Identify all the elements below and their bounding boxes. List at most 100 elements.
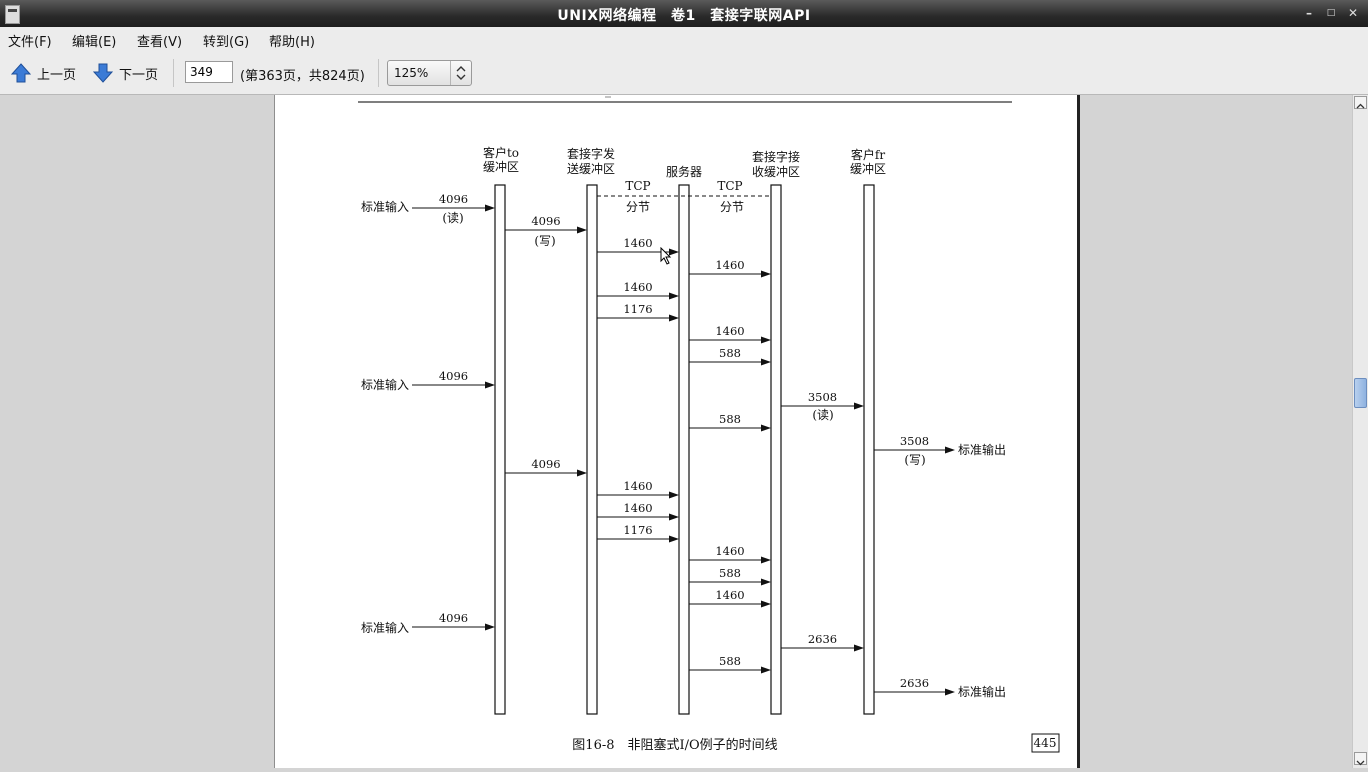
title-bar: UNIX网络编程 卷1 套接字联网API – □ ✕: [0, 0, 1368, 27]
prev-page-button[interactable]: 上一页: [11, 61, 76, 85]
arrow-label: 1460: [715, 324, 744, 338]
toolbar: 上一页 下一页 (第363页，共824页) 125%: [0, 51, 1368, 95]
col-header-send-buffer-line2: 送缓冲区: [567, 161, 615, 176]
arrow-head: [669, 292, 679, 300]
column-bar: [863, 184, 875, 715]
tcp-label-right: TCP: [717, 179, 742, 193]
zoom-spinner[interactable]: [450, 61, 471, 85]
arrow-label: 1460: [715, 588, 744, 602]
arrow-head: [945, 446, 955, 454]
arrow-label: 4096: [531, 457, 560, 471]
segment-label-left: 分节: [626, 200, 650, 214]
prev-page-label: 上一页: [37, 67, 77, 83]
page-number-input[interactable]: [185, 61, 233, 83]
column-bar: [586, 184, 598, 715]
col-header-client-fr-line1: 客户fr: [851, 147, 885, 162]
col-header-send-buffer-line1: 套接字发: [567, 146, 615, 161]
document-viewer[interactable]: 客户to 缓冲区 套接字发 送缓冲区 服务器 套接字接 收缓冲区 客户fr 缓冲…: [0, 95, 1352, 768]
arrow-head: [761, 578, 771, 586]
arrow-label: 588: [719, 566, 741, 580]
chevron-up-icon: [1356, 103, 1365, 109]
maximize-button[interactable]: □: [1326, 8, 1336, 18]
arrow-label: 1460: [715, 544, 744, 558]
arrow-label: 3508: [808, 390, 837, 404]
arrow-head: [669, 248, 679, 256]
menu-goto[interactable]: 转到(G): [203, 35, 250, 50]
arrow-head: [761, 336, 771, 344]
arrow-label: 4096: [439, 611, 468, 625]
menu-help[interactable]: 帮助(H): [269, 35, 315, 50]
col-header-client-to-line2: 缓冲区: [483, 159, 519, 174]
arrow-head: [577, 226, 587, 234]
next-page-label: 下一页: [119, 67, 159, 83]
arrow-label: 2636: [808, 632, 837, 646]
arrow-head: [854, 644, 864, 652]
arrow-head: [485, 623, 495, 631]
arrow-label: 4096: [439, 369, 468, 383]
pdf-page: 客户to 缓冲区 套接字发 送缓冲区 服务器 套接字接 收缓冲区 客户fr 缓冲…: [274, 95, 1080, 768]
write-note: (写): [534, 234, 555, 248]
timeline-diagram: 客户to 缓冲区 套接字发 送缓冲区 服务器 套接字接 收缓冲区 客户fr 缓冲…: [358, 96, 1060, 753]
scroll-thumb[interactable]: [1354, 378, 1367, 408]
chevron-down-icon: [1356, 760, 1365, 766]
menu-view[interactable]: 查看(V): [137, 35, 183, 50]
arrow-label: 4096: [531, 214, 560, 228]
arrow-label: 1460: [623, 501, 652, 515]
read-note: (读): [812, 408, 833, 422]
arrow-head: [761, 556, 771, 564]
arrow-head: [761, 666, 771, 674]
column-bar: [770, 184, 782, 715]
scroll-down-button[interactable]: [1354, 752, 1367, 766]
arrow-down-icon: [93, 63, 113, 83]
arrow-head: [485, 204, 495, 212]
arrow-label: 1460: [715, 258, 744, 272]
column-bar: [494, 184, 506, 715]
minimize-button[interactable]: –: [1306, 6, 1312, 20]
chevron-updown-icon: [456, 66, 466, 80]
menu-file[interactable]: 文件(F): [8, 35, 52, 50]
stdout-label: 标准输出: [958, 684, 1006, 699]
arrow-head: [669, 535, 679, 543]
next-page-button[interactable]: 下一页: [93, 61, 158, 85]
arrow-label: 588: [719, 346, 741, 360]
arrow-head: [761, 358, 771, 366]
col-header-client-fr-line2: 缓冲区: [850, 161, 886, 176]
arrow-head: [669, 314, 679, 322]
arrow-head: [669, 513, 679, 521]
zoom-value: 125%: [394, 66, 429, 80]
toolbar-separator: [378, 59, 379, 87]
column-bar: [678, 184, 690, 715]
scroll-up-button[interactable]: [1354, 96, 1367, 109]
page-number: 445: [1034, 736, 1057, 750]
segment-label-right: 分节: [720, 200, 744, 214]
arrow-head: [945, 688, 955, 696]
arrow-head: [854, 402, 864, 410]
menu-edit[interactable]: 编辑(E): [72, 35, 117, 50]
arrow-label: 2636: [900, 676, 929, 690]
arrow-label: 1460: [623, 479, 652, 493]
vertical-scrollbar[interactable]: [1352, 95, 1368, 768]
close-button[interactable]: ✕: [1347, 6, 1359, 20]
arrow-label: 1460: [623, 236, 652, 250]
tcp-label-left: TCP: [625, 179, 650, 193]
col-header-server: 服务器: [666, 164, 702, 179]
arrow-head: [761, 600, 771, 608]
mouse-cursor-icon: [660, 247, 672, 265]
write-note: (写): [904, 453, 925, 467]
stdout-label: 标准输出: [958, 442, 1006, 457]
arrow-head: [577, 469, 587, 477]
read-note: (读): [442, 211, 463, 225]
app-icon[interactable]: [5, 5, 20, 24]
figure-caption: 图16-8 非阻塞式I/O例子的时间线: [572, 737, 777, 753]
arrow-label: 4096: [439, 192, 468, 206]
page-info: (第363页，共824页): [240, 69, 365, 84]
zoom-select[interactable]: 125%: [387, 60, 472, 86]
stdin-label: 标准输入: [361, 199, 409, 214]
arrow-label: 588: [719, 654, 741, 668]
arrow-head: [669, 491, 679, 499]
menu-bar: 文件(F) 编辑(E) 查看(V) 转到(G) 帮助(H): [0, 27, 1368, 51]
stdin-label: 标准输入: [361, 620, 409, 635]
arrow-label: 1176: [623, 523, 652, 537]
arrow-label: 588: [719, 412, 741, 426]
arrow-up-icon: [11, 63, 31, 83]
